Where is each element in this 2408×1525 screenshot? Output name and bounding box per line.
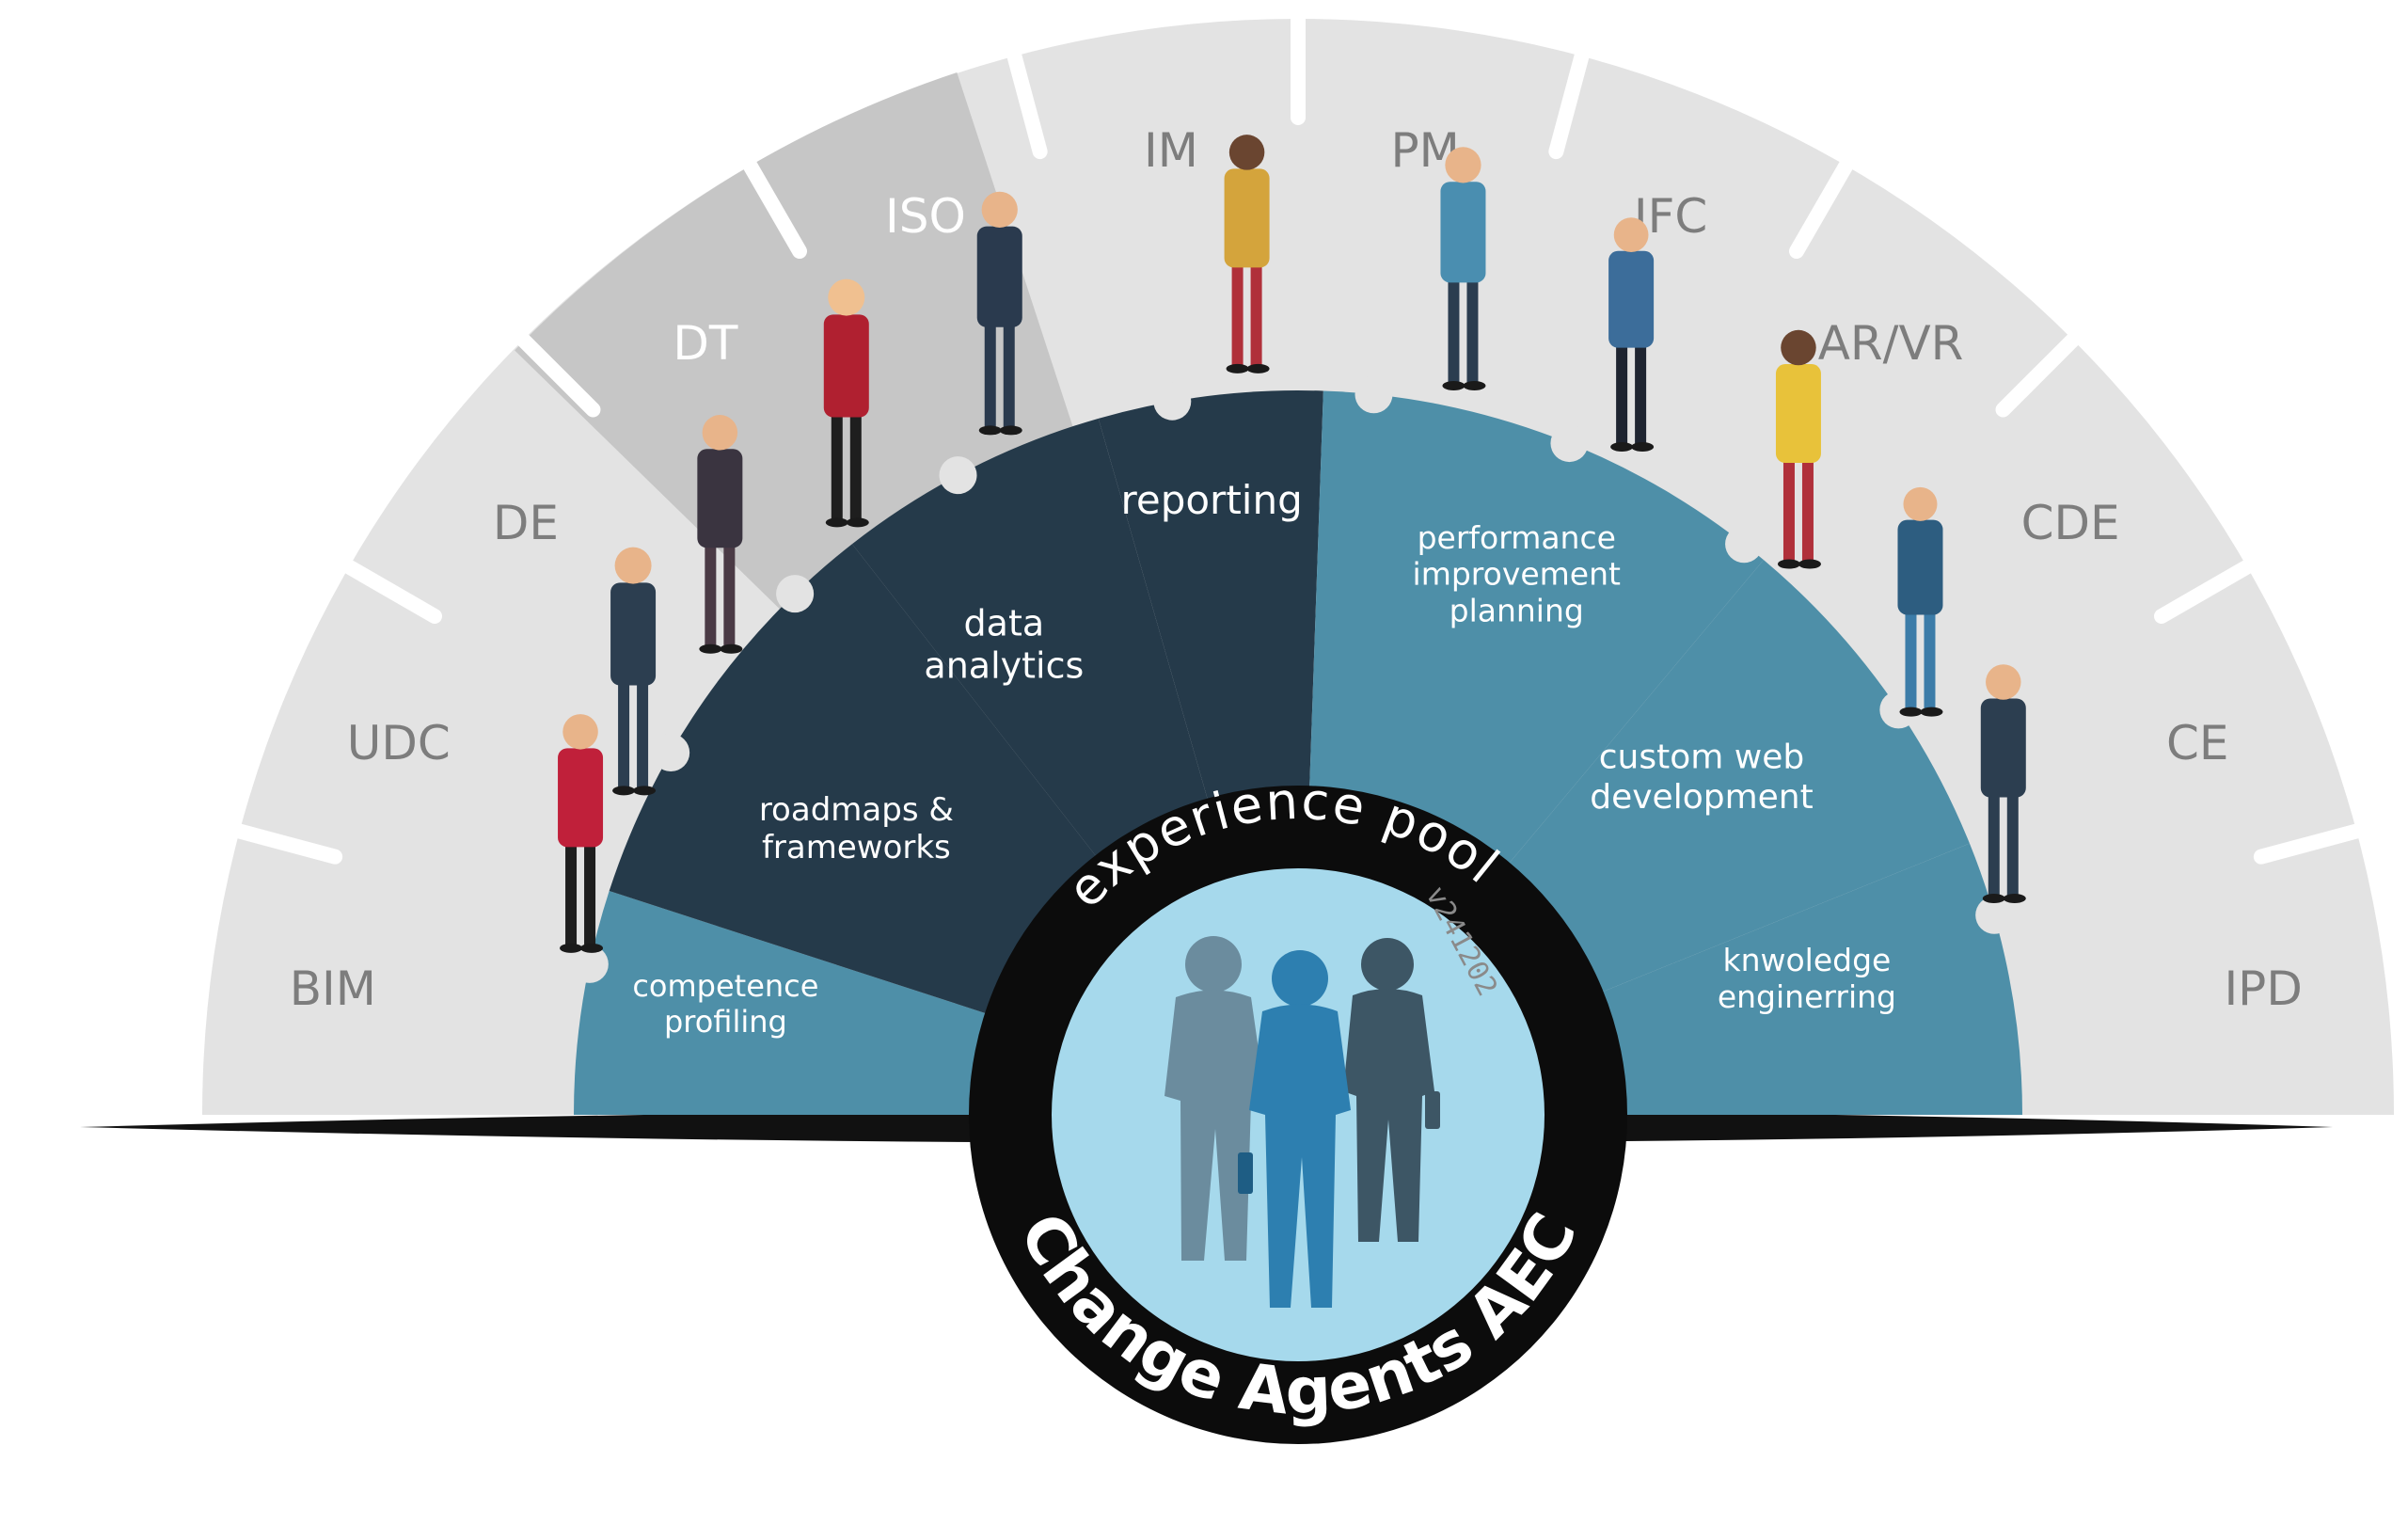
inner-notch	[652, 734, 690, 771]
outer-label-ipd: IPD	[2224, 961, 2302, 1016]
outer-divider	[229, 822, 343, 865]
person-figure	[1440, 147, 1486, 390]
inner-notch	[1354, 375, 1393, 414]
inner-notch	[939, 456, 977, 495]
person-figure	[1608, 217, 1655, 453]
outer-divider	[1995, 330, 2083, 418]
outer-divider	[1548, 45, 1591, 160]
person-figure	[1897, 486, 1943, 717]
person-figure	[1980, 664, 2026, 904]
person-figure	[1775, 329, 1821, 569]
inner-notch	[570, 945, 609, 983]
outer-divider	[1789, 155, 1855, 260]
outer-label-de: DE	[493, 496, 559, 550]
inner-label: reporting	[1121, 477, 1303, 523]
outer-ring-dividers	[229, 8, 2368, 865]
outer-divider	[2153, 558, 2258, 624]
outer-divider	[339, 558, 443, 624]
walking-people-icon	[1164, 936, 1440, 1308]
inner-notch	[1975, 896, 2014, 934]
outer-label-ar-vr: AR/VR	[1818, 316, 1964, 371]
person-figure	[1224, 135, 1270, 373]
inner-notch	[776, 575, 815, 613]
outer-label-bim: BIM	[290, 961, 376, 1016]
outer-label-ce: CE	[2166, 716, 2229, 770]
outer-divider	[514, 330, 601, 418]
people-figures	[558, 135, 2026, 953]
outer-label-iso: ISO	[885, 189, 966, 244]
inner-notch	[1153, 382, 1192, 421]
person-figure	[976, 191, 1022, 436]
person-figure	[558, 714, 604, 953]
person-figure	[610, 547, 657, 796]
outer-label-cde: CDE	[2021, 496, 2120, 550]
outer-divider	[2253, 822, 2368, 865]
outer-label-udc: UDC	[347, 716, 451, 770]
outer-divider	[741, 155, 807, 260]
outer-divider	[1006, 45, 1048, 160]
person-figure	[697, 415, 743, 654]
inner-notch	[1550, 424, 1589, 463]
inner-notch	[1725, 525, 1764, 564]
outer-label-im: IM	[1144, 123, 1198, 178]
inner-label: roadmaps &frameworks	[759, 791, 954, 866]
person-figure	[823, 278, 869, 528]
outer-label-dt: DT	[673, 316, 738, 371]
